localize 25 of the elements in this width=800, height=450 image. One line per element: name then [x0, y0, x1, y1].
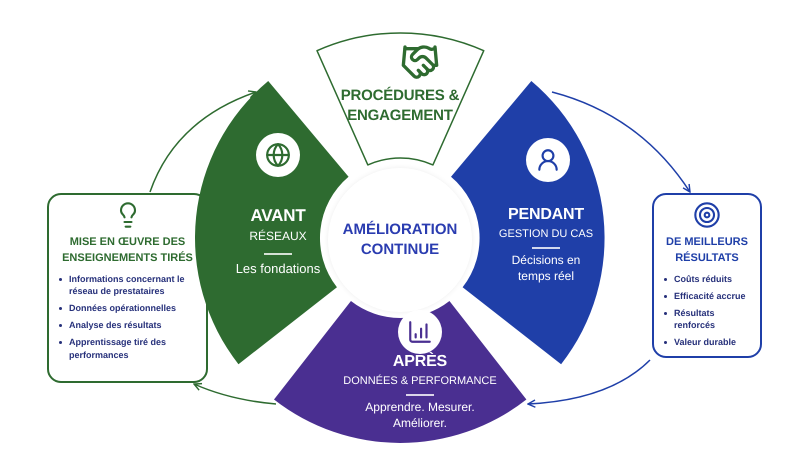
bullet-item: Analyse des résultats	[69, 319, 162, 332]
segment-title: PROCÉDURES & ENGAGEMENT	[340, 86, 460, 125]
segment-description: Les fondations	[236, 260, 320, 278]
segment-subtitle: GESTION DU CAS	[498, 226, 594, 242]
segment-title: AVANT	[250, 204, 306, 227]
cycle-arrow	[527, 359, 650, 408]
center-label: AMÉLIORATION CONTINUE	[342, 220, 458, 260]
bullet-item: Efficacité accrue	[674, 290, 746, 302]
bullet-item: Informations concernant le réseau de prestataires	[69, 272, 186, 298]
card-heading: DE MEILLEURS RÉSULTATS	[665, 235, 749, 266]
segment-title: PENDANT	[508, 204, 584, 225]
cycle-arrow	[149, 90, 257, 192]
bullet-item: Données opérationnelles	[69, 302, 176, 314]
cycle-arrow	[193, 382, 276, 405]
card-heading: MISE EN ŒUVRE DES ENSEIGNEMENTS TIRÉS	[61, 235, 194, 266]
segment-subtitle: RÉSEAUX	[249, 228, 307, 245]
segment-title: APRÈS	[392, 352, 448, 372]
segment-description: Décisions en temps réel	[510, 253, 582, 284]
bullet-item: Valeur durable	[674, 336, 736, 349]
cycle-arrow	[552, 91, 691, 193]
bullet-item: Résultats renforcés	[674, 307, 716, 332]
bullet-item: Coûts réduits	[674, 272, 732, 286]
bullet-item: Apprentissage tiré des performances	[69, 336, 168, 361]
segment-subtitle: DONNÉES & PERFORMANCE	[343, 374, 497, 389]
segment-description: Apprendre. Mesurer. Améliorer.	[364, 400, 476, 432]
